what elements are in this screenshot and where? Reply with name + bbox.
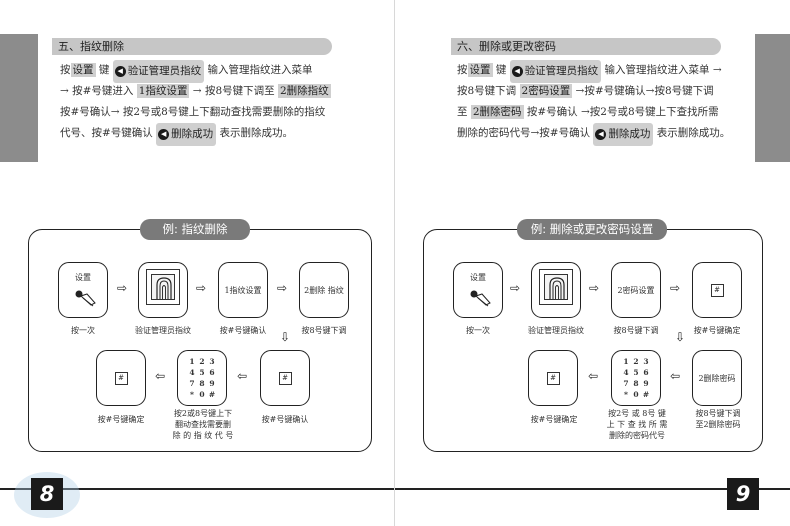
- password-settings-box: 2密码设置: [611, 262, 661, 318]
- speaker-icon: ◀: [595, 129, 607, 140]
- example-title-right: 例: 删除或更改密码设置: [517, 219, 667, 240]
- arrow-right-icon: ⇨: [277, 281, 288, 295]
- final-caption: 按#号键确定: [97, 415, 145, 424]
- fingerprint-scanner-box: [531, 262, 581, 318]
- right-page: 六、删除或更改密码 按设置 键 ◀验证管理员指纹 输入管理指纹进入菜单 → 按8…: [395, 0, 790, 526]
- speaker-icon: ◀: [511, 66, 523, 77]
- hash-confirm-caption: 按#号键确认: [261, 415, 309, 424]
- arrow-right-icon: ⇨: [117, 281, 128, 295]
- arrow-right-icon: ⇨: [589, 281, 600, 295]
- side-tab-right: [755, 34, 790, 162]
- hash-confirm-caption: 按#号键确定: [693, 326, 741, 335]
- hash-key: #: [546, 371, 560, 385]
- verify-admin-fingerprint-caption: 验证管理员指纹: [528, 326, 584, 335]
- instructions-right: 按设置 键 ◀验证管理员指纹 输入管理指纹进入菜单 → 按8号键下调 2密码设置…: [457, 60, 730, 146]
- arrow-left-icon: ⇦: [588, 369, 599, 383]
- finger-press-icon: [470, 290, 491, 307]
- confirm-caption: 按#号键确认: [219, 326, 267, 335]
- speaker-icon: ◀: [114, 66, 126, 77]
- arrow-right-icon: ⇨: [196, 281, 207, 295]
- fingerprint-icon: [156, 277, 172, 299]
- finger-press-icon: [75, 290, 96, 307]
- hash-key: #: [710, 283, 724, 297]
- arrow-down-icon: ⇩: [675, 330, 686, 344]
- delete-password-box: 2删除密码: [692, 350, 742, 406]
- hash-confirm-box: #: [260, 350, 310, 406]
- hash-confirm-box: #: [692, 262, 742, 318]
- page-number-left: 8: [31, 478, 63, 510]
- footer-rule-left: [0, 488, 395, 490]
- press-once-caption: 按一次: [71, 326, 95, 335]
- down-to-delete-caption: 按8号键下调 至2删除密码: [695, 409, 741, 429]
- down-caption: 按8号键下调: [613, 326, 659, 335]
- hash-key: #: [114, 371, 128, 385]
- arrow-left-icon: ⇦: [670, 369, 681, 383]
- left-page: 五、指纹删除 按设置 键 ◀验证管理员指纹 输入管理指纹进入菜单 → 按#号键进…: [0, 34, 395, 518]
- set-button-box: 设置: [58, 262, 108, 318]
- set-button-box: 设置: [453, 262, 503, 318]
- footer-rule-right: [395, 488, 790, 490]
- speaker-icon: ◀: [158, 129, 170, 140]
- fingerprint-icon: [549, 277, 565, 299]
- hash-final-box: #: [528, 350, 578, 406]
- section-title-password-delete: 六、删除或更改密码: [451, 38, 721, 55]
- delete-fingerprint-box: 2删除 指纹: [299, 262, 349, 318]
- keypad-caption: 按2或8号键上下 翻动查找需要删 除 的 指 纹 代 号: [172, 409, 234, 440]
- example-title-left: 例: 指纹删除: [140, 219, 250, 240]
- hash-key: #: [278, 371, 292, 385]
- fingerprint-scanner-box: [138, 262, 188, 318]
- fingerprint-settings-box: 1指纹设置: [218, 262, 268, 318]
- arrow-right-icon: ⇨: [670, 281, 681, 295]
- arrow-right-icon: ⇨: [510, 281, 521, 295]
- instructions-left: 按设置 键 ◀验证管理员指纹 输入管理指纹进入菜单 → 按#号键进入 1指纹设置…: [60, 60, 331, 146]
- arrow-left-icon: ⇦: [155, 369, 166, 383]
- section-title-fingerprint-delete: 五、指纹删除: [52, 38, 332, 55]
- press-once-caption: 按一次: [466, 326, 490, 335]
- down-caption: 按8号键下调: [301, 326, 347, 335]
- final-caption: 按#号键确定: [530, 415, 578, 424]
- arrow-down-icon: ⇩: [280, 330, 291, 344]
- verify-admin-fingerprint-caption: 验证管理员指纹: [135, 326, 191, 335]
- page-number-right: 9: [727, 478, 759, 510]
- keypad-caption: 按2号 或 8号 键 上 下 查 找 所 需 删除的密码代号: [606, 409, 668, 440]
- side-tab-left: [0, 34, 38, 162]
- hash-final-box: #: [96, 350, 146, 406]
- arrow-left-icon: ⇦: [237, 369, 248, 383]
